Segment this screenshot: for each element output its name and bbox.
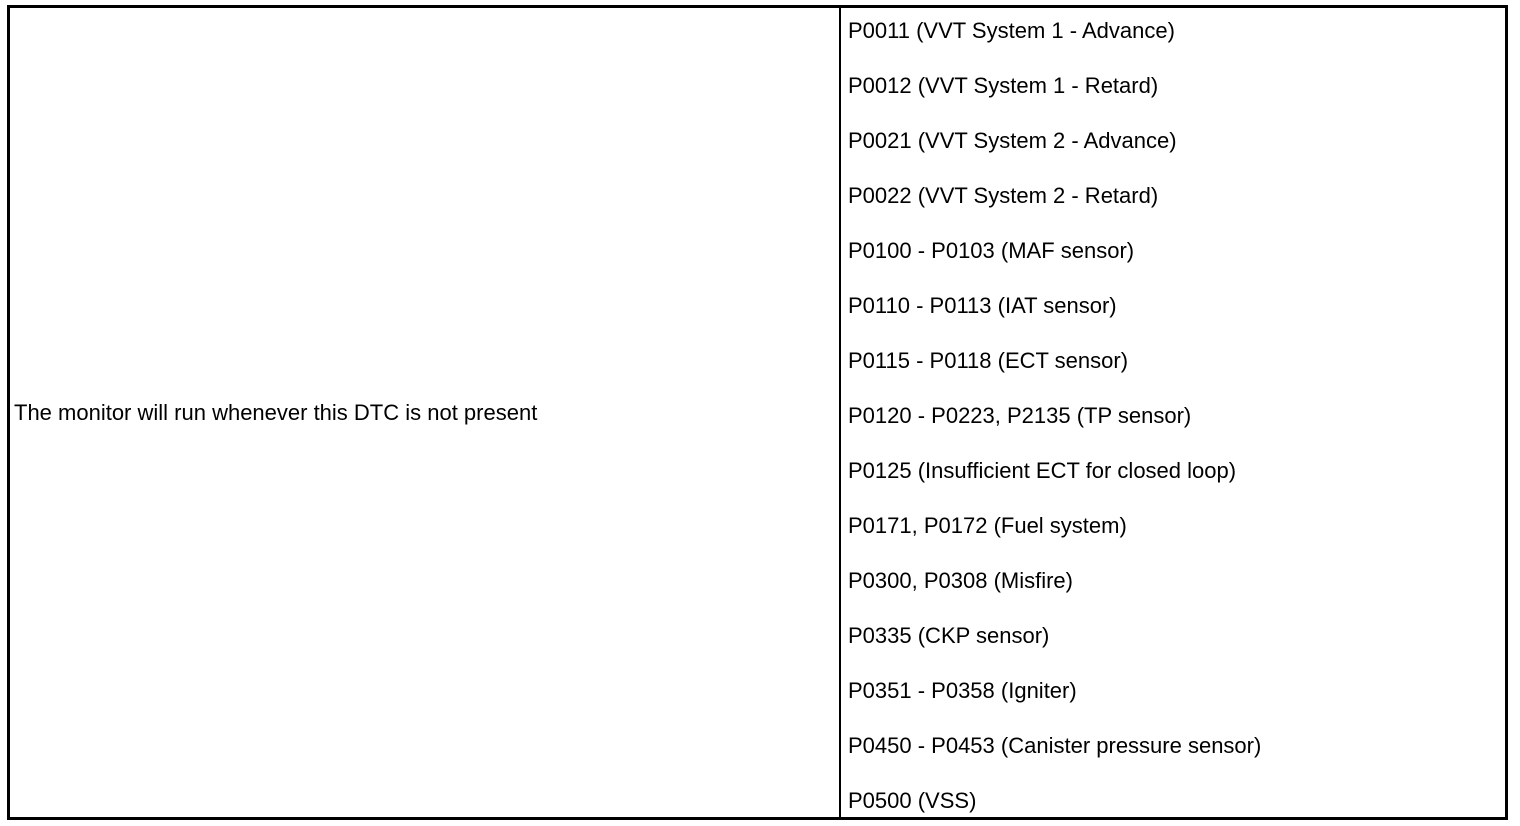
dtc-item: P0351 - P0358 (Igniter) [848, 678, 1077, 703]
condition-text: The monitor will run whenever this DTC i… [14, 399, 538, 425]
dtc-item: P0450 - P0453 (Canister pressure sensor) [848, 733, 1262, 758]
dtc-item: P0100 - P0103 (MAF sensor) [848, 238, 1135, 263]
dtc-item: P0022 (VVT System 2 - Retard) [848, 183, 1159, 208]
dtc-item: P0120 - P0223, P2135 (TP sensor) [848, 403, 1192, 428]
dtc-item: P0110 - P0113 (IAT sensor) [848, 293, 1117, 318]
dtc-item: P0011 (VVT System 1 - Advance) [848, 18, 1175, 43]
dtc-item: P0021 (VVT System 2 - Advance) [848, 128, 1177, 153]
dtc-item: P0115 - P0118 (ECT sensor) [848, 348, 1129, 373]
dtc-item: P0012 (VVT System 1 - Retard) [848, 73, 1159, 98]
condition-cell: The monitor will run whenever this DTC i… [10, 8, 841, 817]
dtc-item: P0125 (Insufficient ECT for closed loop) [848, 458, 1237, 483]
dtc-list-cell: P0011 (VVT System 1 - Advance) P0012 (VV… [841, 8, 1505, 817]
dtc-item: P0300, P0308 (Misfire) [848, 568, 1073, 593]
dtc-item: P0335 (CKP sensor) [848, 623, 1050, 648]
dtc-item: P0171, P0172 (Fuel system) [848, 513, 1127, 538]
dtc-table: The monitor will run whenever this DTC i… [7, 5, 1508, 820]
dtc-item: P0500 (VSS) [848, 788, 977, 813]
